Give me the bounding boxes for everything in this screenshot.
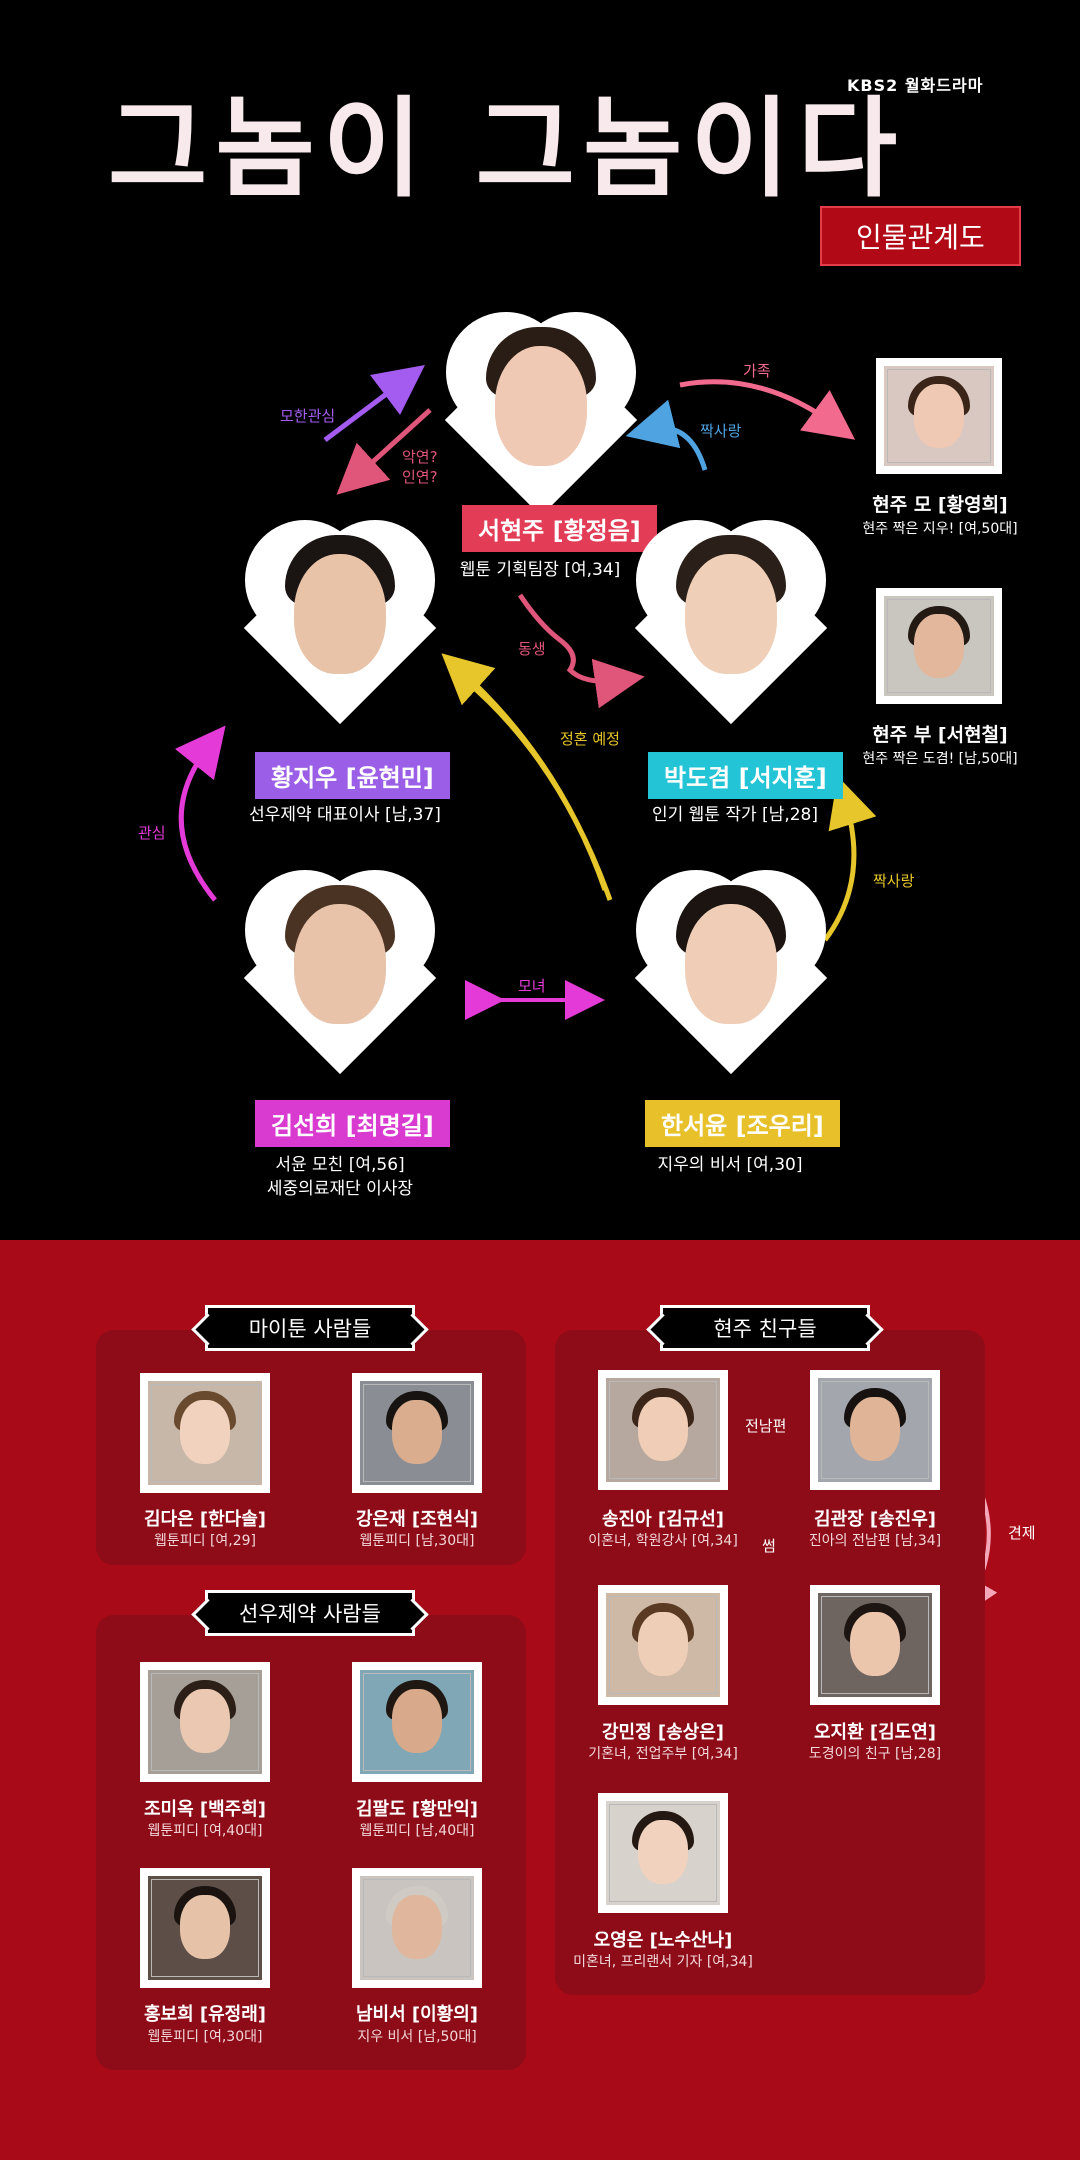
rel-fate: 악연? 인연? [402,448,438,487]
rel-crush-top: 짝사랑 [700,420,741,441]
desc-hyeonju-mother: 현주 짝은 지우! [여,50대] [840,518,1040,538]
portrait-kim-gwanjang [810,1370,940,1490]
name-song-jina: 송진아 [김규선] [573,1505,753,1531]
desc-seo-hyeonju: 웹툰 기획팀장 [여,34] [430,555,650,580]
desc-kim-paldo: 웹툰피디 [남,40대] [327,1820,507,1840]
desc-nam-biseo: 지우 비서 [남,50대] [327,2026,507,2046]
desc-hwang-jiwoo: 선우제약 대표이사 [남,37] [230,800,460,825]
name-nam-biseo: 남비서 [이황의] [327,2000,507,2026]
portrait-han-seoyun [636,870,826,1060]
name-kim-seonhee: 김선희 [최명길] [255,1100,450,1147]
portrait-hwang-jiwoo [245,520,435,710]
desc-kang-eunjae: 웹툰피디 [남,30대] [327,1530,507,1550]
desc-kim-gwanjang: 진아의 전남편 [남,34] [785,1530,965,1550]
rel-rival: 견제 [1008,1522,1036,1543]
name-kang-minjeong: 강민정 [송상은] [573,1718,753,1744]
portrait-song-jina [598,1370,728,1490]
portrait-park-dogyeom [636,520,826,710]
rel-ambiguous: 모한관심 [280,405,335,426]
desc-oh-yeongeun: 미혼녀, 프리랜서 기자 [여,34] [558,1951,768,1971]
rel-engaged: 정혼 예정 [560,728,620,749]
portrait-kim-seonhee [245,870,435,1060]
desc-kim-seonhee-2: 세중의료재단 이사장 [240,1174,440,1199]
desc-kang-minjeong: 기혼녀, 전업주부 [여,34] [573,1743,753,1763]
rel-siblings: 동생 [518,638,546,659]
desc-hong-bohee: 웹툰피디 [여,30대] [115,2026,295,2046]
name-oh-yeongeun: 오영은 [노수산나] [568,1926,758,1952]
desc-park-dogyeom: 인기 웹툰 작가 [남,28] [630,800,840,825]
name-kim-daeun: 김다은 [한다솔] [115,1505,295,1531]
group-label-sunwoo: 선우제약 사람들 [205,1590,415,1636]
rel-interest: 관심 [138,822,166,843]
group-label-mytoon: 마이툰 사람들 [205,1305,415,1351]
desc-oh-jihwan: 도경이의 친구 [남,28] [785,1743,965,1763]
rel-ex-husband: 전남편 [745,1415,786,1436]
desc-jo-miok: 웹툰피디 [여,40대] [115,1820,295,1840]
portrait-oh-yeongeun [598,1793,728,1913]
name-hyeonju-father: 현주 부 [서현철] [840,720,1040,747]
drama-title: 그놈이 그놈이다 [108,96,905,204]
desc-kim-seonhee-1: 서윤 모친 [여,56] [240,1150,440,1175]
group-label-friends: 현주 친구들 [660,1305,870,1351]
rel-crush-right: 짝사랑 [873,870,914,891]
rel-thing: 썸 [762,1535,776,1556]
name-hwang-jiwoo: 황지우 [윤현민] [255,752,450,799]
diagram-subtitle: 인물관계도 [820,206,1021,266]
name-park-dogyeom: 박도겸 [서지훈] [648,752,843,799]
desc-kim-daeun: 웹툰피디 [여,29] [115,1530,295,1550]
portrait-hong-bohee [140,1868,270,1988]
name-han-seoyun: 한서윤 [조우리] [645,1100,840,1147]
portrait-jo-miok [140,1662,270,1782]
rel-mother-daughter: 모녀 [518,975,546,996]
name-kang-eunjae: 강은재 [조현식] [327,1505,507,1531]
portrait-hyeonju-mother [876,358,1002,474]
name-oh-jihwan: 오지환 [김도연] [785,1718,965,1744]
portrait-hyeonju-father [876,588,1002,704]
portrait-nam-biseo [352,1868,482,1988]
name-kim-gwanjang: 김관장 [송진우] [785,1505,965,1531]
desc-hyeonju-father: 현주 짝은 도겸! [남,50대] [840,748,1040,768]
portrait-oh-jihwan [810,1585,940,1705]
rel-family: 가족 [743,360,771,381]
portrait-kang-eunjae [352,1373,482,1493]
portrait-kim-paldo [352,1662,482,1782]
name-seo-hyeonju: 서현주 [황정음] [462,505,657,552]
name-hong-bohee: 홍보희 [유정래] [115,2000,295,2026]
name-hyeonju-mother: 현주 모 [황영희] [840,490,1040,517]
desc-han-seoyun: 지우의 비서 [여,30] [640,1150,820,1175]
portrait-kang-minjeong [598,1585,728,1705]
name-kim-paldo: 김팔도 [황만익] [327,1795,507,1821]
portrait-kim-daeun [140,1373,270,1493]
portrait-seo-hyeonju [446,312,636,502]
name-jo-miok: 조미옥 [백주희] [115,1795,295,1821]
desc-song-jina: 이혼녀, 학원강사 [여,34] [568,1530,758,1550]
